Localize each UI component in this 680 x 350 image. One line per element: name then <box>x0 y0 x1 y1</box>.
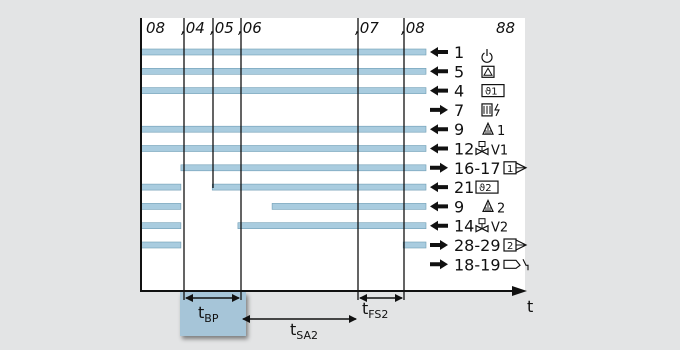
row-label: 14 V2 <box>430 217 508 236</box>
interval-label: tSA2 <box>290 320 318 342</box>
row-code: V1 <box>491 144 508 159</box>
row-number: 1 <box>454 43 464 62</box>
arrow-left-icon <box>430 201 448 212</box>
arrow-right-icon <box>430 104 448 115</box>
temperature-sensor-2-icon <box>475 180 499 194</box>
gas-valve-icon <box>475 224 489 233</box>
row-label: 7 <box>430 101 500 120</box>
step-label: ,08 <box>401 19 425 37</box>
row-number: 4 <box>454 82 464 101</box>
signal-bar <box>271 203 427 210</box>
arrow-left-icon <box>430 124 448 135</box>
arrow-right-icon <box>430 240 448 250</box>
row-label: 12 V1 <box>430 140 508 159</box>
signal-bar <box>140 241 182 249</box>
row-label: 4 ϑ1 <box>430 82 505 101</box>
row-number: 21 <box>454 178 474 197</box>
row-label: 16-17 1 <box>430 159 528 178</box>
svg-text:2: 2 <box>507 241 513 252</box>
interval-label: tFS2 <box>362 299 388 321</box>
step-label: ,07 <box>355 19 379 37</box>
gas-valve-icon <box>475 147 489 156</box>
signal-bar <box>180 164 427 172</box>
chart-panel <box>141 18 525 290</box>
row-label: 21 ϑ2 <box>430 178 499 197</box>
signal-bar <box>237 222 427 229</box>
row-number: 9 <box>454 120 464 139</box>
step-labels-layer: 08 ,04 ,05,06 ,07 ,08 <box>146 19 425 37</box>
interval-markers-layer: tBP tSA2 tFS2 <box>185 294 403 342</box>
arrow-left-icon <box>430 66 448 77</box>
signal-bar <box>402 241 427 249</box>
ignition-electrode-icon <box>503 259 521 269</box>
row-number: 16-17 <box>454 159 501 178</box>
step-lines-layer <box>183 18 405 300</box>
row-code: 2 <box>497 201 505 216</box>
arrow-left-icon <box>430 143 448 154</box>
signal-bar <box>140 203 182 210</box>
arrow-left-icon <box>430 220 448 231</box>
step-label: ,05 <box>210 19 234 37</box>
svg-text:1: 1 <box>507 164 513 175</box>
svg-text:ϑ1: ϑ1 <box>485 87 498 98</box>
row-number: 14 <box>454 217 474 236</box>
row-number: 5 <box>454 62 464 81</box>
step-label: ,06 <box>238 19 262 37</box>
signal-bars-layer <box>140 48 427 249</box>
row-label: 28-29 2 <box>430 236 528 255</box>
arrow-left-icon <box>430 85 448 96</box>
display-label: 88 <box>496 19 515 37</box>
row-label: 5 <box>430 62 495 81</box>
signal-bar <box>140 183 182 191</box>
interval-label: tBP <box>198 303 219 325</box>
row-number: 28-29 <box>454 236 501 255</box>
row-number: 18-19 <box>454 255 501 274</box>
arrow-right-icon <box>430 162 448 173</box>
power-icon <box>481 52 493 63</box>
row-label: 18-19 <box>430 255 529 274</box>
row-number: 7 <box>454 101 464 120</box>
row-number: 12 <box>454 140 474 159</box>
signal-bar <box>140 222 182 229</box>
time-axis-label: t <box>527 297 533 316</box>
arrow-right-icon <box>430 259 448 270</box>
row-number: 9 <box>454 197 464 216</box>
arrow-left-icon <box>430 182 448 193</box>
heating-element-icon <box>481 103 493 117</box>
signal-bar <box>211 183 427 191</box>
step-label: ,04 <box>181 19 205 37</box>
time-axis-arrowhead <box>512 286 527 296</box>
temperature-sensor-1-icon <box>481 83 505 98</box>
arrow-left-icon <box>430 47 448 57</box>
svg-text:ϑ2: ϑ2 <box>479 183 492 194</box>
row-label: 1 <box>430 43 493 63</box>
warning-triangle-box-icon <box>481 65 495 78</box>
row-code: V2 <box>491 221 508 236</box>
step-label: 08 <box>146 19 165 37</box>
row-code: 1 <box>497 124 505 139</box>
